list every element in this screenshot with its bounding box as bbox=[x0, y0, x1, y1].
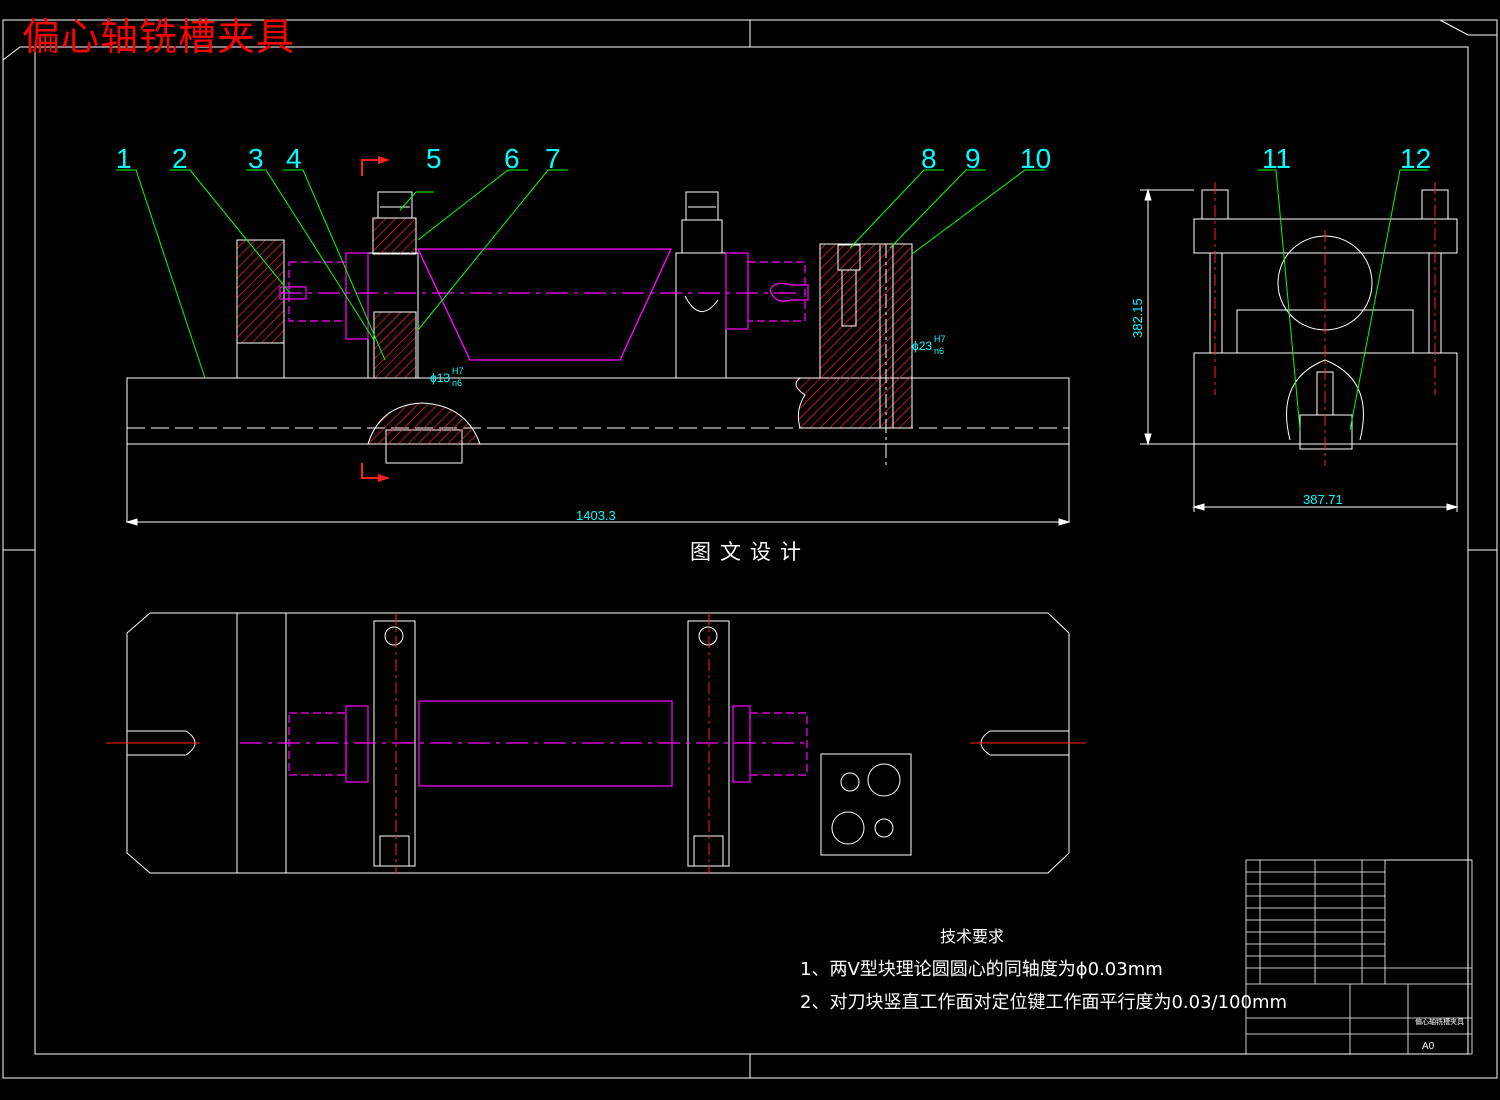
callout-6: 6 bbox=[504, 143, 520, 174]
drawing-frame bbox=[2, 19, 1498, 1079]
callout-4: 4 bbox=[286, 143, 302, 174]
callout-10: 10 bbox=[1020, 143, 1051, 174]
callout-1: 1 bbox=[116, 143, 132, 174]
fit-small-shaft: n6 bbox=[452, 378, 462, 388]
leader-lines bbox=[116, 169, 1428, 431]
view-caption: 图文设计 bbox=[690, 540, 810, 564]
fit-large-shaft: n6 bbox=[934, 346, 944, 356]
title-block-sheet-size: A0 bbox=[1422, 1041, 1435, 1052]
drawing-title: 偏心轴铣槽夹具 bbox=[22, 15, 296, 59]
requirements-heading: 技术要求 bbox=[940, 927, 1005, 946]
requirement-1: 1、两V型块理论圆圆心的同轴度为ϕ0.03mm bbox=[800, 959, 1163, 980]
callout-5: 5 bbox=[426, 143, 442, 174]
fit-small-dim: ϕ13 bbox=[430, 371, 450, 385]
callout-2: 2 bbox=[172, 143, 188, 174]
workpiece-front bbox=[279, 248, 809, 361]
workpiece-top bbox=[240, 700, 810, 787]
callout-12: 12 bbox=[1400, 143, 1431, 174]
title-block-text: 偏心轴铣槽夹具 A0 bbox=[1415, 1017, 1464, 1052]
overall-length-dim: 1403.3 bbox=[576, 508, 616, 523]
fit-large-dim: ϕ23 bbox=[912, 339, 932, 353]
title-block bbox=[1245, 859, 1473, 1055]
callout-numbers: 1 2 3 4 5 6 7 8 9 10 11 12 bbox=[116, 143, 1431, 174]
callout-11: 11 bbox=[1262, 143, 1291, 174]
dimension-labels: 1403.3 387.71 382.15 ϕ13 H7 n6 ϕ23 H7 n6 bbox=[430, 298, 1343, 523]
side-view bbox=[1140, 182, 1459, 512]
callout-7: 7 bbox=[545, 143, 561, 174]
callout-8: 8 bbox=[921, 143, 937, 174]
fit-large-hole: H7 bbox=[934, 334, 946, 344]
callout-9: 9 bbox=[965, 143, 981, 174]
requirement-2: 2、对刀块竖直工作面对定位键工作面平行度为0.03/100mm bbox=[800, 992, 1288, 1013]
side-width-dim: 387.71 bbox=[1303, 492, 1343, 507]
title-block-drawing-name: 偏心轴铣槽夹具 bbox=[1415, 1017, 1464, 1026]
fit-small-hole: H7 bbox=[452, 366, 464, 376]
callout-3: 3 bbox=[248, 143, 264, 174]
front-view bbox=[125, 156, 1071, 526]
side-height-dim: 382.15 bbox=[1130, 298, 1145, 338]
